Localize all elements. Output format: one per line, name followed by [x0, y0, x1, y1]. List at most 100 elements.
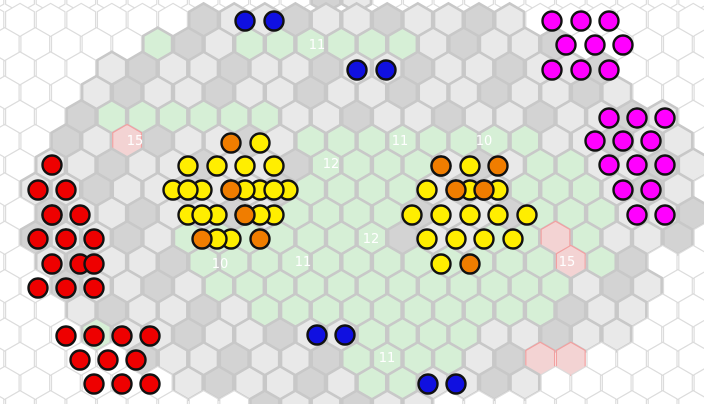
yellow-piece[interactable] — [445, 228, 467, 250]
hex-cell[interactable] — [0, 245, 5, 278]
orange-piece[interactable] — [445, 179, 467, 201]
red-piece[interactable] — [55, 228, 77, 250]
hex-cell[interactable] — [601, 365, 632, 401]
hex-cell[interactable] — [279, 389, 312, 404]
red-piece[interactable] — [55, 277, 77, 299]
red-piece[interactable] — [69, 204, 91, 226]
magenta-piece[interactable] — [570, 59, 592, 81]
yellow-piece[interactable] — [416, 228, 438, 250]
hex-cell[interactable] — [678, 341, 704, 377]
yellow-piece[interactable] — [234, 155, 256, 177]
hex-cell[interactable] — [693, 28, 704, 61]
magenta-piece[interactable] — [612, 34, 634, 56]
hex-cell[interactable] — [35, 389, 66, 404]
red-piece[interactable] — [41, 253, 63, 275]
red-piece[interactable] — [83, 277, 105, 299]
orange-piece[interactable] — [220, 132, 242, 154]
hex-cell[interactable] — [35, 293, 66, 328]
hex-cell[interactable] — [433, 389, 464, 404]
hex-cell[interactable] — [35, 341, 66, 377]
orange-piece[interactable] — [459, 253, 481, 275]
hex-cell[interactable] — [693, 270, 704, 303]
hex-cell[interactable] — [35, 51, 66, 86]
hex-cell[interactable] — [96, 389, 127, 404]
hex-cell[interactable] — [617, 2, 647, 38]
orange-piece[interactable] — [430, 155, 452, 177]
red-piece[interactable] — [69, 349, 91, 371]
hex-cell[interactable] — [127, 389, 158, 404]
hex-cell[interactable] — [20, 317, 51, 352]
hex-cell[interactable] — [647, 389, 678, 404]
magenta-piece[interactable] — [598, 154, 620, 176]
hex-cell[interactable] — [555, 341, 586, 377]
yellow-piece[interactable] — [401, 204, 423, 226]
hex-cell[interactable] — [0, 365, 20, 401]
hex-cell[interactable] — [50, 365, 81, 401]
magenta-piece[interactable] — [640, 179, 662, 201]
yellow-piece[interactable] — [516, 204, 538, 226]
hex-cell[interactable] — [0, 26, 20, 62]
red-piece[interactable] — [111, 373, 133, 395]
hex-cell[interactable] — [20, 75, 51, 110]
hex-cell[interactable] — [540, 365, 571, 401]
hex-cell[interactable] — [20, 26, 51, 62]
hex-cell[interactable] — [509, 364, 541, 402]
magenta-piece[interactable] — [541, 59, 563, 81]
hex-cell[interactable] — [478, 364, 510, 402]
hex-cell[interactable] — [678, 2, 704, 38]
yellow-piece[interactable] — [502, 228, 524, 250]
magenta-piece[interactable] — [654, 107, 676, 129]
hex-cell[interactable] — [662, 268, 693, 304]
red-piece[interactable] — [83, 373, 105, 395]
magenta-piece[interactable] — [626, 154, 648, 176]
hex-cell[interactable] — [571, 365, 602, 401]
hex-cell[interactable] — [0, 197, 5, 230]
magenta-piece[interactable] — [584, 130, 606, 152]
hex-cell[interactable] — [662, 219, 694, 256]
hex-cell[interactable] — [172, 364, 204, 402]
hex-cell[interactable] — [35, 2, 66, 38]
hex-cell[interactable] — [0, 100, 5, 133]
yellow-piece[interactable] — [206, 155, 228, 177]
hex-cell[interactable] — [586, 389, 617, 404]
hex-cell[interactable] — [662, 317, 693, 352]
orange-piece[interactable] — [249, 228, 271, 250]
hex-cell[interactable] — [203, 364, 235, 402]
orange-piece[interactable] — [234, 204, 256, 226]
blue-piece[interactable] — [263, 10, 285, 32]
blue-piece[interactable] — [334, 324, 356, 346]
magenta-piece[interactable] — [640, 130, 662, 152]
red-piece[interactable] — [55, 325, 77, 347]
red-piece[interactable] — [83, 253, 105, 275]
hex-cell[interactable] — [555, 389, 586, 404]
hex-cell[interactable] — [647, 341, 678, 377]
orange-piece[interactable] — [191, 228, 213, 250]
magenta-piece[interactable] — [598, 10, 620, 32]
hex-cell[interactable] — [0, 123, 20, 159]
red-piece[interactable] — [41, 204, 63, 226]
red-piece[interactable] — [83, 228, 105, 250]
blue-piece[interactable] — [417, 373, 439, 395]
magenta-piece[interactable] — [626, 107, 648, 129]
hex-cell[interactable] — [678, 389, 704, 404]
hex-cell[interactable] — [0, 0, 5, 12]
red-piece[interactable] — [139, 325, 161, 347]
hex-cell[interactable] — [464, 389, 494, 404]
hex-cell[interactable] — [20, 365, 51, 401]
yellow-piece[interactable] — [430, 204, 452, 226]
hex-cell[interactable] — [0, 294, 5, 327]
yellow-piece[interactable] — [177, 155, 199, 177]
hex-cell[interactable] — [0, 342, 5, 375]
hex-cell[interactable] — [662, 365, 693, 401]
hex-cell[interactable] — [678, 293, 704, 328]
hex-cell[interactable] — [693, 318, 704, 351]
hex-cell[interactable] — [50, 26, 81, 62]
hex-cell[interactable] — [5, 2, 35, 38]
hex-cell[interactable] — [662, 26, 693, 62]
yellow-piece[interactable] — [263, 155, 285, 177]
hex-cell[interactable] — [5, 389, 35, 404]
hex-cell[interactable] — [693, 173, 704, 206]
magenta-piece[interactable] — [584, 34, 606, 56]
hex-cell[interactable] — [0, 268, 20, 304]
